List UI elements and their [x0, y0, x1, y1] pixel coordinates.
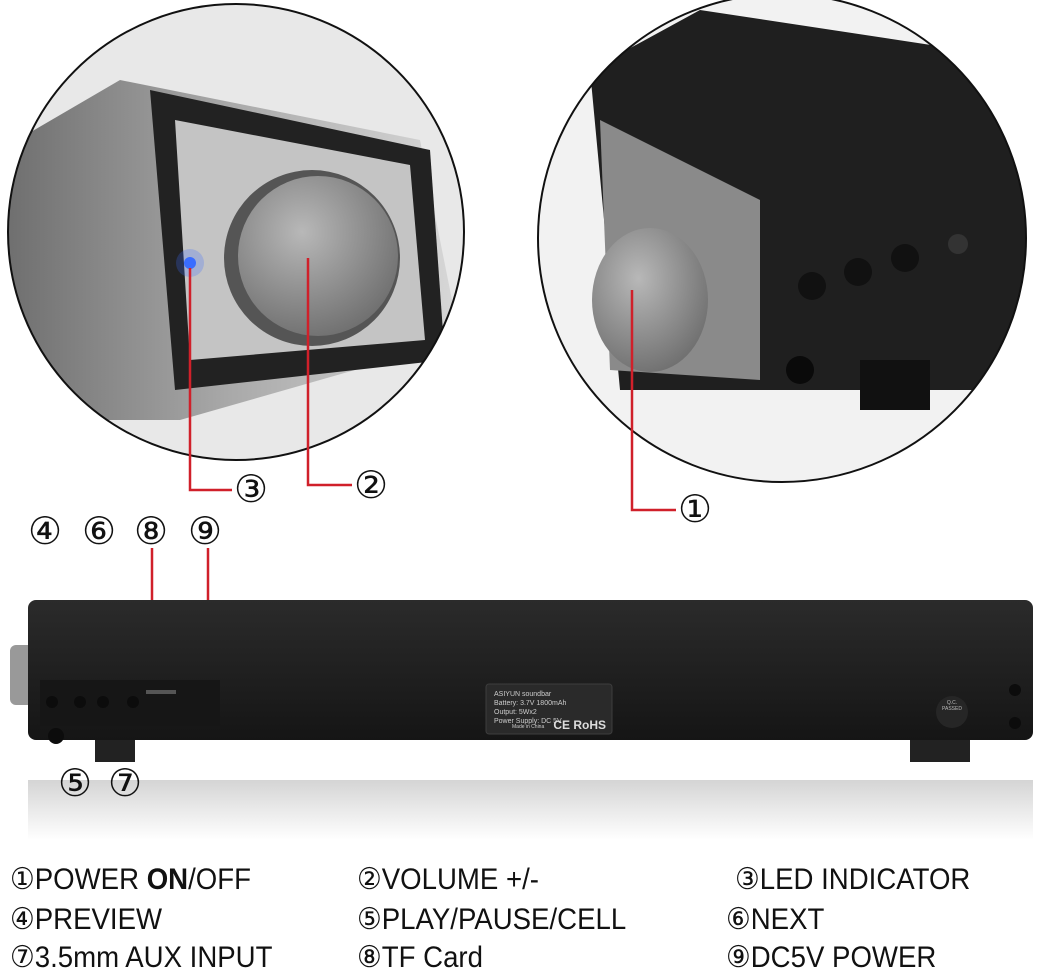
- led-indicator-icon: [184, 257, 196, 269]
- label-ce-rohs: CE RoHS: [553, 718, 606, 732]
- label-output: Output: 5Wx2: [494, 709, 537, 716]
- callout-1: ①: [678, 487, 713, 531]
- callout-9: ⑨: [188, 509, 223, 553]
- led-closeup-photo: [8, 4, 464, 460]
- legend-item-preview: ④PREVIEW: [10, 903, 163, 936]
- device-info-label: ASIYUN soundbar Battery: 3.7V 1800mAh Ou…: [486, 684, 612, 734]
- legend-item-tf: ⑧TF Card: [357, 941, 483, 974]
- legend-item-play: ⑤PLAY/PAUSE/CELL: [357, 903, 627, 936]
- legend-item-next: ⑥NEXT: [726, 903, 825, 936]
- label-battery: Battery: 3.7V 1800mAh: [494, 700, 567, 707]
- legend-item-led: ③LED INDICATOR: [735, 863, 971, 896]
- legend-item-dc: ⑨DC5V POWER: [726, 941, 937, 974]
- callout-4: ④: [28, 509, 63, 553]
- callout-5: ⑤: [58, 761, 93, 805]
- callout-8: ⑧: [134, 509, 169, 553]
- label-power: Power Supply: DC 5V: [494, 718, 562, 725]
- qc-sticker: Q.C. PASSED: [942, 700, 962, 712]
- label-brand: ASIYUN soundbar: [494, 691, 552, 698]
- callout-2: ②: [354, 463, 389, 507]
- legend-item-power: ①POWER ON/OFF: [10, 863, 251, 896]
- soundbar-photo: [10, 600, 1033, 840]
- callout-6: ⑥: [82, 509, 117, 553]
- callout-7: ⑦: [108, 761, 143, 805]
- legend-item-volume: ②VOLUME +/-: [357, 863, 539, 896]
- label-made-in: Made in China: [512, 724, 545, 730]
- legend-item-aux: ⑦3.5mm AUX INPUT: [10, 941, 273, 974]
- callout-3: ③: [234, 467, 269, 511]
- power-knob-closeup-photo: [538, 0, 1026, 482]
